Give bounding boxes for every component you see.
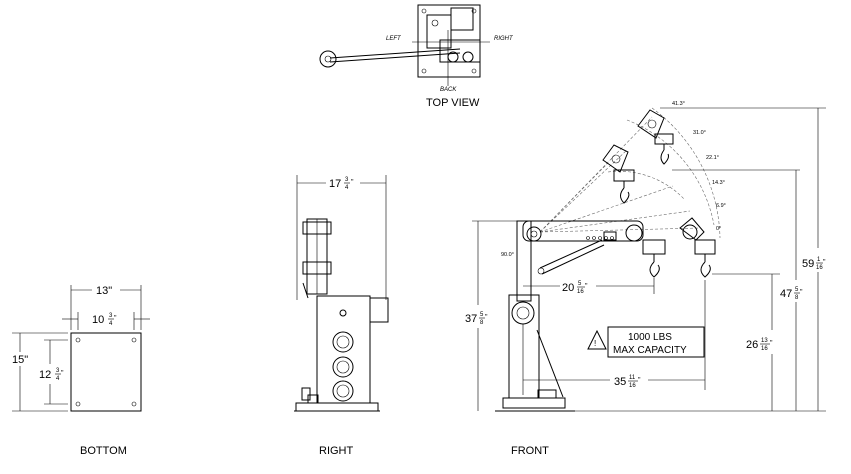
svg-text:": " (823, 259, 826, 266)
front-base (502, 397, 566, 409)
svg-text:8: 8 (795, 295, 799, 301)
svg-text:": " (585, 283, 588, 290)
warning-icon (587, 329, 607, 350)
hook-position-level (642, 239, 666, 278)
dim-bottom-height: 15" (12, 354, 28, 366)
svg-text:!: ! (594, 339, 596, 348)
title-front: FRONT (511, 445, 549, 457)
svg-text:": " (800, 289, 803, 296)
angle-90: 90.0° (501, 252, 514, 258)
svg-text:3: 3 (56, 368, 60, 374)
boom (522, 217, 705, 242)
dim-bottom-width: 13" (96, 285, 112, 297)
capacity-line-2: MAX CAPACITY (613, 345, 687, 356)
dim-hook-height-min: 26 13 16 " (746, 338, 773, 352)
svg-text:5: 5 (578, 281, 582, 287)
svg-text:37: 37 (465, 313, 477, 325)
right-base (295, 402, 379, 412)
svg-text:59: 59 (802, 258, 814, 270)
svg-text:26: 26 (746, 339, 758, 351)
dim-bottom-inner-height: 12 3 4 " (39, 368, 64, 382)
hoist-cylinder (539, 239, 603, 269)
svg-text:17: 17 (329, 178, 341, 190)
svg-text:11: 11 (629, 375, 636, 381)
right-control-1 (332, 331, 354, 353)
angle-22-1: 22.1° (706, 155, 719, 161)
svg-text:35: 35 (614, 376, 626, 388)
front-mast-upper (516, 220, 532, 302)
svg-text:16: 16 (816, 265, 823, 271)
front-mast-body (508, 294, 540, 399)
label-back: BACK (440, 87, 457, 93)
right-view: 17 3 4 " RIGHT (294, 175, 389, 457)
capacity-label: ! 1000 LBS MAX CAPACITY (587, 326, 705, 358)
swing-arc-2 (626, 119, 715, 226)
hook-position-mid (602, 144, 635, 204)
hook-position-high (637, 109, 674, 165)
angle-14-3: 14.3° (712, 180, 725, 186)
svg-text:47: 47 (780, 288, 792, 300)
right-control-2 (332, 356, 354, 378)
top-view-hook-block (319, 50, 337, 68)
top-view-boom (329, 48, 461, 59)
svg-text:": " (61, 370, 64, 377)
bottom-view: 13" 10 3 4 " 15" 12 3 4 " BOTTO (12, 285, 150, 457)
top-view: LEFT RIGHT BACK TOP VIEW (319, 4, 514, 109)
hook-position-extended (694, 239, 716, 278)
svg-text:10: 10 (92, 314, 104, 326)
dim-overall-height: 59 1 16 " (802, 257, 826, 271)
svg-text:3: 3 (345, 177, 349, 183)
svg-text:": " (485, 314, 488, 321)
angle-6-9: 6.9° (716, 203, 726, 209)
svg-text:": " (114, 315, 117, 322)
svg-text:16: 16 (577, 289, 584, 295)
svg-text:3: 3 (109, 313, 113, 319)
svg-text:5: 5 (795, 287, 799, 293)
svg-text:1: 1 (817, 257, 821, 263)
svg-text:": " (638, 377, 641, 384)
dim-hook-height-max: 47 5 8 " (780, 287, 803, 301)
label-right: RIGHT (494, 36, 514, 42)
angle-31-0: 31.0° (693, 130, 706, 136)
right-control-3 (332, 380, 354, 402)
boom-arm (522, 220, 644, 242)
svg-text:16: 16 (629, 383, 636, 389)
svg-text:4: 4 (109, 321, 113, 327)
svg-text:8: 8 (480, 320, 484, 326)
label-left: LEFT (386, 36, 402, 42)
bottom-plate (70, 332, 142, 412)
svg-text:4: 4 (56, 376, 60, 382)
svg-text:": " (351, 179, 354, 186)
dim-right-width: 17 3 4 " (329, 177, 354, 191)
dim-reach-max: 35 11 16 " (614, 375, 641, 389)
top-view-mast (426, 14, 452, 49)
svg-text:16: 16 (761, 346, 768, 352)
title-right: RIGHT (319, 445, 354, 457)
swing-arc-1 (607, 171, 686, 201)
front-view: 41.3° 31.0° 22.1° 14.3° 6.9° 0° 90.0° (465, 101, 826, 457)
title-top-view: TOP VIEW (426, 97, 480, 109)
dim-mast-height: 37 5 8 " (465, 312, 488, 326)
svg-text:4: 4 (345, 185, 349, 191)
svg-text:20: 20 (562, 282, 574, 294)
capacity-line-1: 1000 LBS (628, 332, 672, 343)
angle-0: 0° (716, 226, 721, 232)
angle-41-3: 41.3° (672, 101, 685, 107)
svg-text:5: 5 (480, 312, 484, 318)
dim-bottom-inner-width: 10 3 4 " (92, 313, 117, 327)
svg-text:13: 13 (761, 338, 768, 344)
dim-reach-min: 20 5 16 " (562, 281, 588, 295)
title-bottom: BOTTOM (80, 445, 127, 457)
right-mast-body (316, 295, 371, 404)
svg-text:12: 12 (39, 369, 51, 381)
svg-text:": " (770, 340, 773, 347)
